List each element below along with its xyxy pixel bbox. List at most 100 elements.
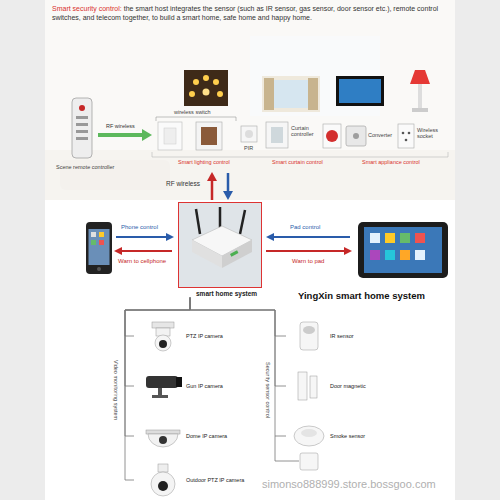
- device-label: PIR: [244, 145, 253, 151]
- tree-connector: [190, 297, 286, 386]
- remote-controller-icon: [72, 98, 92, 158]
- rf-arrow: [98, 129, 152, 141]
- host-photo: [192, 240, 222, 268]
- remote-controller-icon: [76, 137, 88, 140]
- pad-icon: [415, 233, 425, 243]
- pad-icon: [385, 233, 395, 243]
- remote-controller-icon: [72, 98, 92, 158]
- host-photo: [240, 210, 245, 234]
- host-photo: [196, 209, 200, 234]
- pir-icon: [241, 126, 257, 142]
- phone-arrows: [114, 233, 174, 255]
- pir-icon: [245, 130, 253, 138]
- rf-up-arrow: [211, 179, 214, 200]
- converter-icon: [346, 126, 366, 146]
- device-caption: Outdoor PTZ IP camera: [186, 477, 244, 483]
- remote-controller-icon: [76, 123, 88, 126]
- ptz-camera-icon: [159, 340, 167, 348]
- rf-down-arrow: [223, 191, 233, 200]
- pad-icon: [415, 250, 425, 260]
- lamp-photo: [418, 84, 422, 108]
- door-sensor-icon: [310, 376, 317, 398]
- outdoor-camera-icon: [158, 481, 168, 491]
- gas-sensor-icon: [300, 453, 318, 470]
- tv-photo: [336, 76, 384, 106]
- branch-label: Video monitoring system: [113, 360, 119, 420]
- device-label: Wireless socket: [417, 127, 451, 140]
- gun-camera-icon: [152, 395, 168, 398]
- group-label: Smart curtain control: [272, 159, 323, 165]
- smoke-sensor-icon: [294, 426, 324, 446]
- outdoor-camera-icon: [151, 464, 175, 496]
- device-caption: Dome IP camera: [186, 433, 227, 439]
- outdoor-camera-icon: [158, 464, 168, 472]
- remote-controller-icon: [76, 130, 88, 133]
- device-label: Curtain controller: [291, 125, 321, 138]
- door-sensor-icon: [298, 372, 307, 400]
- pir-icon: [241, 126, 257, 142]
- curtain-controller-icon: [266, 122, 288, 148]
- pad-icon: [370, 250, 380, 260]
- pad-arrows: [266, 233, 274, 241]
- tree-connector: [125, 297, 190, 480]
- lamp-photo: [410, 70, 430, 112]
- camera-node: PTZ IP camera: [134, 318, 226, 354]
- rf-arrow: [98, 133, 143, 137]
- dome-camera-icon: [148, 434, 178, 447]
- gun-camera-icon: [146, 376, 178, 388]
- socket-icon: [398, 124, 414, 148]
- sensor-node: IR sensor: [286, 318, 357, 354]
- device-label: Scene remote controller: [56, 164, 114, 170]
- system-name: YingXin smart home system: [298, 291, 425, 302]
- host-photo: [178, 202, 262, 288]
- curtain-photo: [262, 76, 320, 112]
- phone-arrows: [114, 247, 122, 255]
- wall-switch-icon: [158, 122, 182, 150]
- chandelier-photo: [217, 91, 223, 97]
- sensor-node: Smoke sensor: [286, 418, 368, 454]
- remote-controller-icon: [76, 116, 88, 119]
- host-frame: [178, 202, 262, 288]
- touch-switch-icon: [196, 122, 222, 150]
- chandelier-photo: [184, 70, 228, 106]
- switch-bracket: [156, 117, 236, 121]
- lamp-photo: [410, 70, 430, 84]
- host-photo: [219, 207, 222, 229]
- camera-node: Gun IP camera: [134, 368, 226, 404]
- wall-switch-icon: [164, 128, 176, 144]
- curtain-controller-icon: [271, 127, 283, 143]
- signal-label: RF wireless: [166, 180, 200, 187]
- tree-connector: [125, 297, 190, 386]
- control-bracket: [152, 152, 448, 157]
- gun-camera-icon: [158, 388, 162, 396]
- phone-icon: [99, 232, 104, 237]
- intro-paragraph: Smart security control:the smart host in…: [52, 4, 450, 22]
- ptz-camera-icon: [155, 335, 171, 351]
- gun-camera-icon: [146, 376, 182, 398]
- camera-node: Outdoor PTZ IP camera: [134, 462, 247, 498]
- pad-icon: [358, 222, 448, 278]
- rf-up-arrow: [207, 172, 217, 200]
- phone-icon: [86, 222, 112, 274]
- curtain-photo: [308, 78, 318, 110]
- pad-icon: [370, 233, 380, 243]
- signal-label: RF wireless: [106, 123, 135, 129]
- dome-camera-icon: [146, 430, 180, 447]
- pad-icon: [364, 227, 442, 273]
- gas-sensor-icon: [275, 436, 318, 470]
- dome-camera-icon: [159, 436, 167, 444]
- device-caption: PTZ IP camera: [186, 333, 223, 339]
- pad-arrows: [273, 236, 350, 238]
- socket-icon: [408, 132, 411, 135]
- alarm-button-icon: [323, 124, 341, 148]
- socket-icon: [402, 132, 405, 135]
- door-sensor-icon: [298, 372, 317, 400]
- room-photo: [45, 0, 455, 200]
- curtain-photo: [272, 80, 310, 108]
- panel: [45, 0, 455, 500]
- rf-arrow: [142, 129, 152, 141]
- chandelier-photo: [203, 89, 210, 96]
- tree-connector: [190, 297, 286, 436]
